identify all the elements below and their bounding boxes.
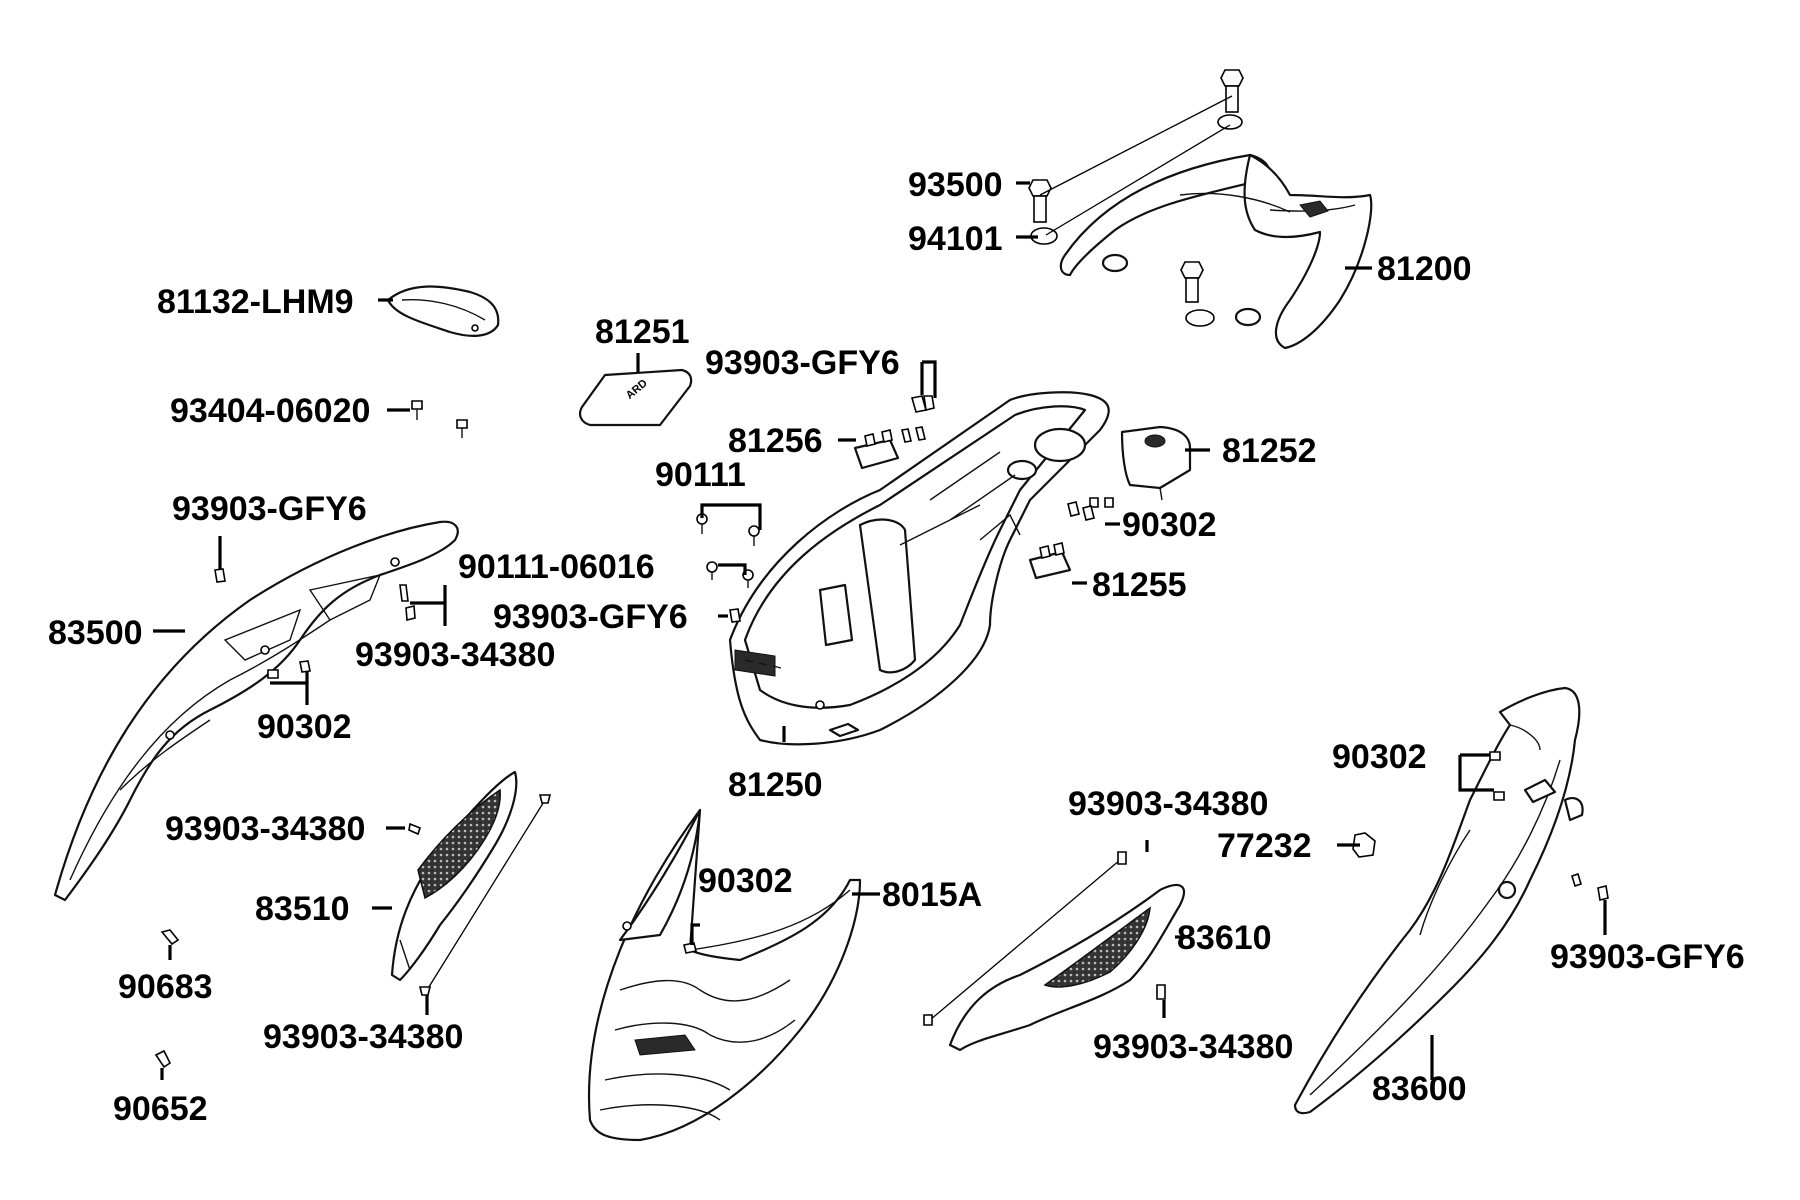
part-label-93903-gfy6-right: 93903-GFY6 [1550,938,1745,976]
part-label-93903-gfy6-left: 93903-GFY6 [172,490,367,528]
clip-93903-left-drawing [214,568,226,583]
left-body-cover-83500-drawing [53,520,459,902]
part-label-93903-34380-83610-bottom: 93903-34380 [1093,1028,1293,1066]
part-label-8015a: 8015A [882,876,982,914]
part-label-93903-gfy6-top: 93903-GFY6 [705,344,900,382]
guide-line [426,799,546,991]
right-body-cover-83600-drawing [1293,686,1584,1115]
part-label-83600: 83600 [1372,1070,1467,1108]
part-label-83610: 83610 [1177,919,1272,957]
front-lower-cover-8015A-drawing [587,808,862,1142]
plate-81132-drawing [386,285,500,337]
part-label-83500: 83500 [48,614,143,652]
part-label-90111-06016: 90111-06016 [458,548,655,586]
part-label-83510: 83510 [255,890,350,928]
box-81252-drawing [1120,425,1192,501]
part-label-81252: 81252 [1222,432,1317,470]
carrier-washer-94101 [1030,114,1243,327]
clip-90302-8015A-drawing [683,942,697,954]
screw-93903-34380-83510-drawing [408,794,552,996]
nut-90302-right-drawing [1067,497,1114,521]
part-label-93903-34380-83510: 93903-34380 [165,810,365,848]
bracket-81255-drawing [1028,542,1072,580]
part-label-81256: 81256 [728,422,823,460]
clip-90683-drawing [160,929,180,946]
part-label-94101: 94101 [908,220,1003,258]
bracket-81256-drawing [853,426,926,470]
part-label-93903-34380-83610-top: 93903-34380 [1068,785,1268,823]
clip-93903-mid-drawing [729,608,741,623]
side-panel-83510-drawing [390,770,518,982]
part-label-81250: 81250 [728,766,823,804]
part-label-90302-right-cover: 90302 [1332,738,1427,776]
leader-lines [153,181,1607,1080]
part-label-93903-34380-left: 93903-34380 [355,636,555,674]
guide-line [929,859,1121,1021]
part-label-81132-lhm9: 81132-LHM9 [157,283,354,321]
part-label-90302-left: 90302 [257,708,352,746]
guide-line [1039,95,1233,196]
screw-90111-drawing [696,513,760,546]
part-label-90683: 90683 [118,968,213,1006]
part-label-90111: 90111 [655,456,746,494]
part-label-81255: 81255 [1092,566,1187,604]
clip-77232-drawing [1352,832,1376,858]
part-label-93404-06020: 93404-06020 [170,392,370,430]
cover-81251-drawing: ARD [579,368,693,427]
part-label-93500: 93500 [908,166,1003,204]
screw-93903-34380-left-drawing [399,584,416,622]
part-label-90302-8015a: 90302 [698,862,793,900]
part-label-90652: 90652 [113,1090,208,1128]
nut-90302-left-drawing [267,660,311,679]
rear-carrier-drawing [1059,153,1373,350]
clip-93903-right-drawing [1571,872,1609,901]
part-label-81251: 81251 [595,313,690,351]
part-label-90302-right: 90302 [1122,506,1217,544]
screw-93404-drawing [411,400,468,438]
nut-90302-83600-drawing [1489,751,1505,801]
part-label-81200: 81200 [1377,250,1472,288]
carrier-bolt-93500 [1028,69,1244,303]
clip-90652-drawing [154,1049,172,1069]
part-label-93903-34380-83510-bottom: 93903-34380 [263,1018,463,1056]
part-label-93903-gfy6-mid: 93903-GFY6 [493,598,688,636]
screw-93903-34380-83610-drawing [923,851,1166,1026]
guide-line [1045,124,1231,236]
helmet-box-81250-drawing [728,391,1110,746]
side-panel-83610-drawing [948,883,1185,1052]
part-label-77232: 77232 [1217,827,1312,865]
clip-93903-top-drawing [910,395,935,413]
